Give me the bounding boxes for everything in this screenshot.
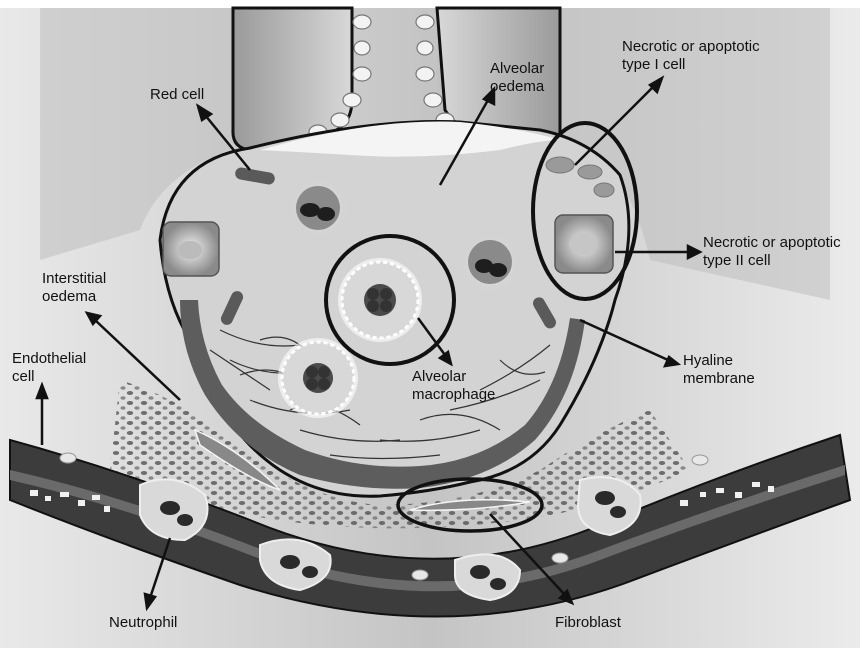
label-necrotic-type2: Necrotic or apoptotic type II cell: [703, 234, 841, 270]
label-hyaline-membrane: Hyaline membrane: [683, 352, 755, 388]
label-interstitial-oedema-line1: Interstitial: [42, 270, 106, 288]
label-alveolar-macrophage: Alveolar macrophage: [412, 368, 495, 404]
label-interstitial-oedema: Interstitial oedema: [42, 270, 106, 306]
label-necrotic-type1-line2: type I cell: [622, 56, 760, 74]
label-red-cell: Red cell: [150, 86, 204, 104]
label-alveolar-macrophage-line2: macrophage: [412, 386, 495, 404]
label-necrotic-type2-line2: type II cell: [703, 252, 841, 270]
label-necrotic-type1-line1: Necrotic or apoptotic: [622, 38, 760, 56]
left-septum: [233, 8, 352, 150]
label-endothelial-cell: Endothelial cell: [12, 350, 86, 386]
label-hyaline-membrane-line1: Hyaline: [683, 352, 755, 370]
label-alveolar-oedema-line2: oedema: [490, 78, 544, 96]
label-neutrophil: Neutrophil: [109, 614, 177, 632]
label-necrotic-type2-line1: Necrotic or apoptotic: [703, 234, 841, 252]
label-alveolar-macrophage-line1: Alveolar: [412, 368, 495, 386]
alveolar-macrophage-2: [278, 338, 358, 418]
alveolar-macrophage-1: [338, 258, 422, 342]
label-alveolar-oedema-line1: Alveolar: [490, 60, 544, 78]
label-hyaline-membrane-line2: membrane: [683, 370, 755, 388]
label-interstitial-oedema-line2: oedema: [42, 288, 106, 306]
label-fibroblast: Fibroblast: [555, 614, 621, 632]
label-endothelial-cell-line1: Endothelial: [12, 350, 86, 368]
necrotic-cell-left: [163, 222, 219, 276]
necrotic-type2-cell: [555, 215, 613, 273]
label-necrotic-type1: Necrotic or apoptotic type I cell: [622, 38, 760, 74]
label-endothelial-cell-line2: cell: [12, 368, 86, 386]
label-alveolar-oedema: Alveolar oedema: [490, 60, 544, 96]
background-top-white: [0, 0, 860, 8]
